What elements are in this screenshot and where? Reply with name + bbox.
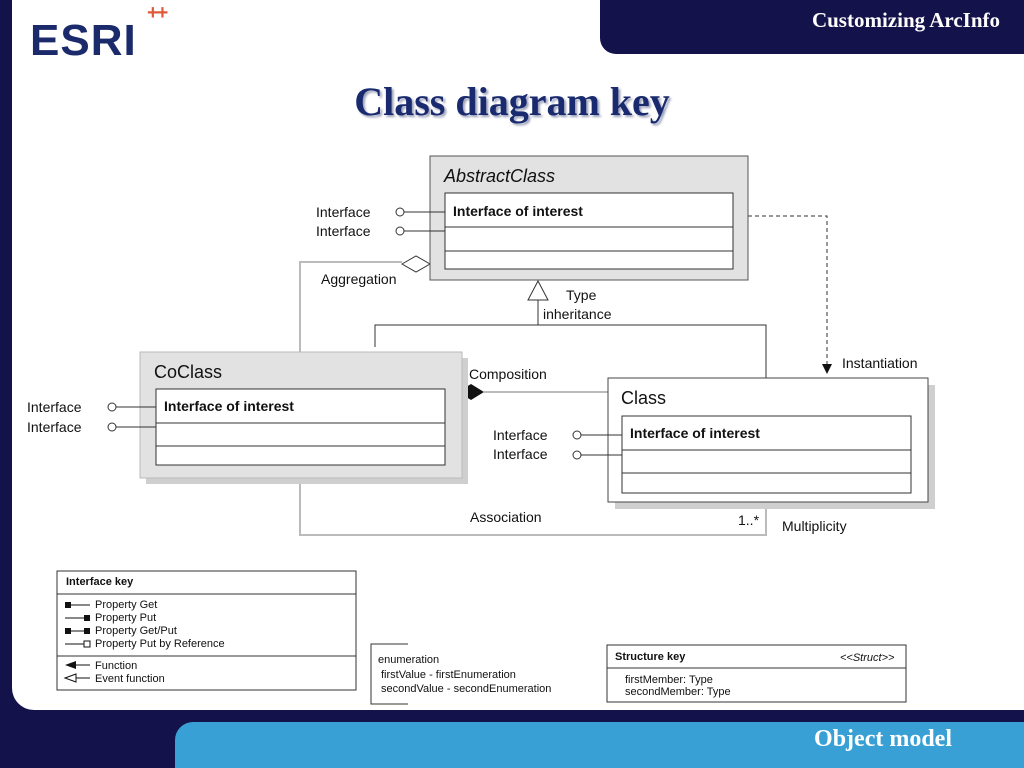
coclass-interface-of-interest: Interface of interest: [164, 398, 294, 414]
composition-label: Composition: [469, 366, 547, 382]
association-line: [299, 478, 767, 536]
interface-key-title: Interface key: [66, 576, 134, 588]
page-title: Class diagram key: [354, 79, 670, 124]
multiplicity-value: 1..*: [738, 512, 760, 528]
property-get-icon: [65, 602, 90, 608]
aggregation-line: [299, 261, 402, 352]
class-interface-label-1: Interface: [493, 427, 548, 443]
interface-key: Interface key Property Get Property Put …: [56, 570, 357, 691]
inheritance-line: [374, 324, 767, 378]
bottom-banner: Object model: [175, 722, 1024, 768]
property-put-by-reference-label: Property Put by Reference: [95, 638, 225, 650]
abstract-class-interface-of-interest: Interface of interest: [453, 203, 583, 219]
lollipop-icon: [107, 402, 156, 432]
logo-plus-icon: ++: [147, 2, 168, 24]
abstract-class-interface-label-1: Interface: [316, 204, 371, 220]
top-banner: Customizing ArcInfo: [600, 0, 1024, 54]
lollipop-icon: [395, 207, 445, 236]
aggregation-diamond-icon: [400, 255, 432, 273]
struct-stereotype: <<Struct>>: [840, 652, 895, 664]
section-title: Object model: [814, 726, 952, 752]
instantiation-label: Instantiation: [842, 355, 918, 371]
function-arrow-icon: [65, 661, 90, 669]
property-put-label: Property Put: [95, 612, 156, 624]
association-label: Association: [470, 509, 542, 525]
structure-first-member: firstMember: Type: [625, 674, 713, 686]
property-get-put-label: Property Get/Put: [95, 625, 177, 637]
abstract-class-box: AbstractClass Interface of interest: [429, 155, 749, 281]
event-function-label: Event function: [95, 673, 165, 685]
inheritance-label: inheritance: [543, 306, 612, 322]
class-box: Class Interface of interest: [607, 377, 935, 509]
coclass-box: CoClass Interface of interest: [139, 351, 468, 484]
event-function-arrow-icon: [63, 673, 90, 683]
coclass-interface-label-2: Interface: [27, 419, 82, 435]
type-label: Type: [566, 287, 597, 303]
enumeration-first-value: firstValue - firstEnumeration: [381, 669, 516, 681]
aggregation-label: Aggregation: [321, 271, 397, 287]
enumeration-title: enumeration: [378, 654, 439, 666]
property-get-put-icon: [65, 628, 90, 634]
function-label: Function: [95, 660, 137, 672]
class-name: Class: [621, 388, 666, 408]
coclass-name: CoClass: [154, 362, 222, 382]
enumeration-key: enumeration firstValue - firstEnumeratio…: [370, 643, 551, 705]
property-put-icon: [65, 615, 90, 621]
esri-logo: ESRI: [30, 16, 137, 65]
class-interface-label-2: Interface: [493, 446, 548, 462]
instantiation-line: [748, 215, 832, 374]
enumeration-second-value: secondValue - secondEnumeration: [381, 683, 551, 695]
structure-second-member: secondMember: Type: [625, 686, 731, 698]
inheritance-triangle-icon: [527, 279, 549, 301]
abstract-class-interface-label-2: Interface: [316, 223, 371, 239]
structure-key: Structure key <<Struct>> firstMember: Ty…: [606, 644, 907, 703]
property-get-label: Property Get: [95, 599, 157, 611]
structure-key-title: Structure key: [615, 651, 686, 663]
class-interface-of-interest: Interface of interest: [630, 425, 760, 441]
coclass-interface-label-1: Interface: [27, 399, 82, 415]
course-title: Customizing ArcInfo: [811, 8, 1000, 32]
multiplicity-label: Multiplicity: [782, 518, 847, 534]
lollipop-icon: [572, 430, 622, 460]
property-put-by-reference-icon: [65, 640, 91, 648]
abstract-class-name: AbstractClass: [443, 166, 555, 186]
